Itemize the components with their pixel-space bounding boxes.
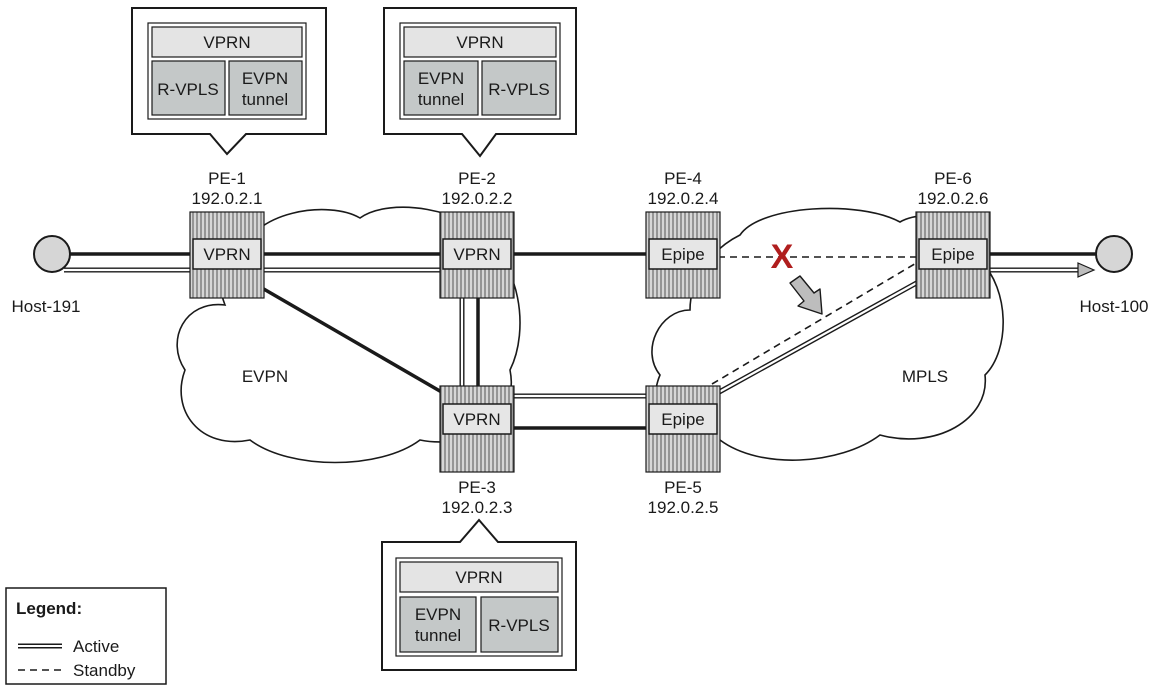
mpls-cloud-label: MPLS <box>902 367 948 386</box>
host-191-label: Host-191 <box>12 297 81 316</box>
callout-pe1-left-line1: R-VPLS <box>157 80 218 99</box>
callout-pe1-right-line2: tunnel <box>242 90 288 109</box>
router-pe5-service: Epipe <box>661 410 704 429</box>
router-pe2-name: PE-2 <box>458 169 496 188</box>
router-pe3: VPRN PE-3 192.0.2.3 <box>439 385 515 517</box>
callout-pe2-left-line2: tunnel <box>418 90 464 109</box>
callout-pe1-right-line1: EVPN <box>242 69 288 88</box>
callout-pe3-left-line2: tunnel <box>415 626 461 645</box>
legend: Legend: Active Standby <box>5 587 167 685</box>
router-pe6-name: PE-6 <box>934 169 972 188</box>
router-pe6-service: Epipe <box>931 245 974 264</box>
router-pe4-name: PE-4 <box>664 169 702 188</box>
legend-title: Legend: <box>16 599 82 618</box>
router-pe2: VPRN PE-2 192.0.2.2 <box>439 169 515 299</box>
host-100: Host-100 <box>1080 235 1149 316</box>
callout-pe3: VPRN EVPN tunnel R-VPLS <box>381 518 577 671</box>
router-pe3-name: PE-3 <box>458 478 496 497</box>
callout-pe2-right-line1: R-VPLS <box>488 80 549 99</box>
callout-pe3-left-line1: EVPN <box>415 605 461 624</box>
callout-pe3-right-line1: R-VPLS <box>488 616 549 635</box>
callout-pe2: VPRN EVPN tunnel R-VPLS <box>383 7 577 158</box>
router-pe4-ip: 192.0.2.4 <box>648 189 719 208</box>
evpn-cloud-label: EVPN <box>242 367 288 386</box>
router-pe3-service: VPRN <box>453 410 500 429</box>
router-pe5-ip: 192.0.2.5 <box>648 498 719 517</box>
standby-pe5-pe6 <box>711 261 919 385</box>
router-pe1-name: PE-1 <box>208 169 246 188</box>
router-pe1-ip: 192.0.2.1 <box>192 189 263 208</box>
router-pe6-ip: 192.0.2.6 <box>918 189 989 208</box>
router-pe5-name: PE-5 <box>664 478 702 497</box>
router-pe1: VPRN PE-1 192.0.2.1 <box>189 169 265 299</box>
router-pe2-ip: 192.0.2.2 <box>442 189 513 208</box>
active-path-arrowhead <box>1077 262 1096 278</box>
router-pe4-service: Epipe <box>661 245 704 264</box>
callout-pe3-header: VPRN <box>455 568 502 587</box>
router-pe4: Epipe PE-4 192.0.2.4 <box>645 169 721 299</box>
legend-standby-label: Standby <box>73 661 136 680</box>
router-pe1-service: VPRN <box>203 245 250 264</box>
router-pe5: Epipe PE-5 192.0.2.5 <box>645 385 721 517</box>
failure-mark: X <box>771 238 794 276</box>
callout-pe1-header: VPRN <box>203 33 250 52</box>
router-pe6: Epipe PE-6 192.0.2.6 <box>915 169 991 299</box>
router-pe2-service: VPRN <box>453 245 500 264</box>
host-100-label: Host-100 <box>1080 297 1149 316</box>
callout-pe2-left-line1: EVPN <box>418 69 464 88</box>
callout-pe2-header: VPRN <box>456 33 503 52</box>
link-pe1-pe3 <box>261 286 446 396</box>
standby-paths <box>711 256 919 385</box>
switchover-arrow-icon <box>789 275 823 315</box>
router-pe3-ip: 192.0.2.3 <box>442 498 513 517</box>
host-191: Host-191 <box>12 235 81 316</box>
legend-active-label: Active <box>73 637 119 656</box>
callout-pe1: VPRN R-VPLS EVPN tunnel <box>131 7 327 156</box>
physical-links <box>52 252 1098 430</box>
